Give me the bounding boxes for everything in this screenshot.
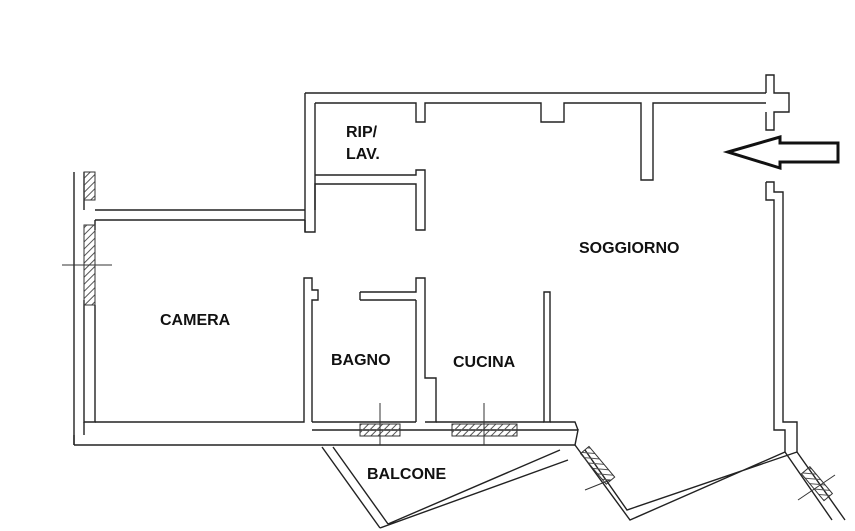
camera-top-wall [95,209,316,233]
room-label-soggiorno: SOGGIORNO [579,240,680,257]
top-wall [304,92,766,232]
left-wall [73,172,96,445]
walls [73,74,846,529]
right-column [765,74,790,131]
bagno-partition [359,277,437,423]
window-balcony-far [800,466,834,502]
bottom-wall [73,422,579,446]
camera-partition [95,277,319,423]
room-label-balcone: BALCONE [367,466,447,483]
window-balcony-right [579,445,616,485]
window-left-upper [83,171,96,201]
right-balcony [574,444,846,521]
rip-wall [314,169,426,231]
cucina-partition [543,291,551,423]
room-label-bagno: BAGNO [331,352,391,369]
bottom-inner [312,421,579,431]
ripostiglio-line2: LAV. [346,146,380,164]
room-label-camera: CAMERA [160,312,231,329]
balcony-outline [321,446,569,529]
ripostiglio-line1: RIP/ [346,124,378,141]
left-arrow-icon [722,135,840,171]
right-wall [765,181,798,452]
room-label-ripostiglio: RIP/ LAV. [346,122,380,167]
windows [62,171,836,502]
room-label-cucina: CUCINA [453,354,516,371]
